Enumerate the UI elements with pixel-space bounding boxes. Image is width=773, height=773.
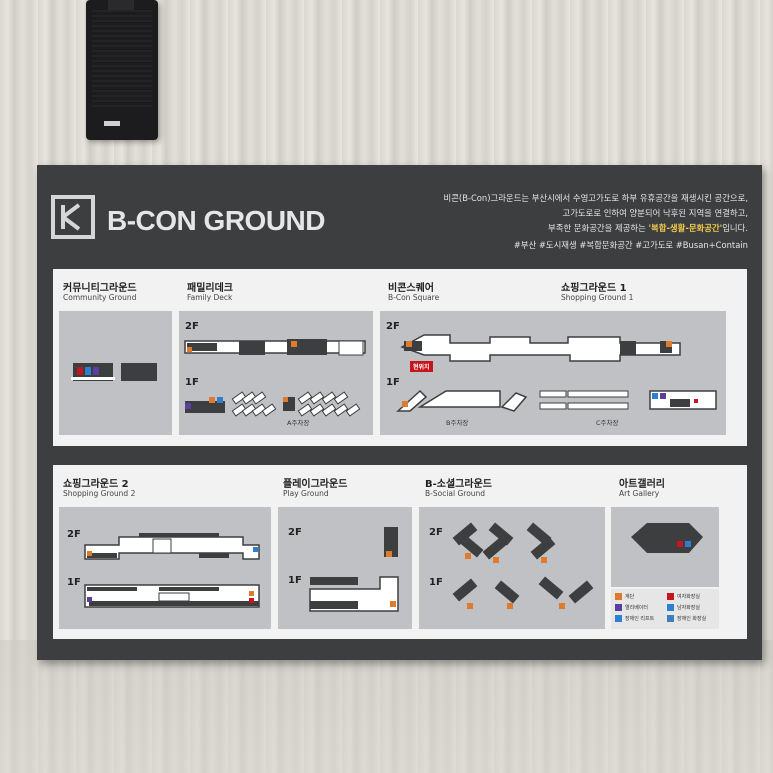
zone-title-social: B-소셜그라운드: [425, 479, 492, 490]
brand-name: B-CON GROUND: [107, 205, 326, 236]
social-floor-2f: 2F: [429, 527, 443, 538]
men-toilet-icon: [667, 604, 674, 611]
map-square-shop1: 2F 1F: [380, 311, 726, 435]
speaker-logo: [104, 121, 120, 126]
directory-board: B-CON GROUND 비콘(B-Con)그라운드는 부산시에서 수영고가도로…: [37, 165, 762, 660]
disabled-toilet-icon: [667, 615, 674, 622]
legend-disabled-lift-label: 장애인 리프트: [625, 616, 655, 622]
square-shop1-plan: [396, 334, 717, 412]
speaker-grille: [92, 10, 152, 110]
map-shop2: 2F 1F: [59, 507, 271, 629]
square-floor-1f: 1F: [386, 377, 400, 388]
square-floor-2f: 2F: [386, 321, 400, 332]
zone-title-gallery: 아트갤러리: [619, 479, 665, 490]
play-floor-2f: 2F: [288, 527, 302, 538]
parking-a-label: A주차장: [287, 419, 310, 427]
parking-b-label: B주차장: [446, 419, 469, 427]
brand-logo-icon: [51, 195, 95, 239]
parking-c-label: C주차장: [596, 419, 619, 427]
legend-men-toilet-label: 남자화장실: [677, 605, 701, 611]
women-toilet-icon: [667, 593, 674, 600]
social-floor-1f: 1F: [429, 577, 443, 588]
zone-sub-square: B-Con Square: [388, 293, 440, 302]
family-plan: [184, 339, 366, 417]
play-plan: [309, 527, 399, 612]
family-floor-1f: 1F: [185, 377, 199, 388]
intro-line-2: 고가도로로 인하여 양분되어 낙후된 지역을 연결하고,: [562, 208, 748, 218]
zone-title-shop2: 쇼핑그라운드 2: [63, 479, 129, 490]
intro-line-3: 부족한 문화공간을 제공하는 '복합-생활-문화공간'입니다.: [418, 221, 748, 236]
map-legend: 계단 엘리베이터 장애인 리프트 여자화장실 남자화장실 장애인 화장실: [611, 589, 719, 629]
disabled-lift-icon: [615, 615, 622, 622]
bottom-map-panel: 쇼핑그라운드 2 Shopping Ground 2 플레이그라운드 Play …: [53, 465, 747, 639]
legend-disabled-toilet: 장애인 화장실: [667, 615, 706, 622]
family-floor-2f: 2F: [185, 321, 199, 332]
hashtags: #부산 #도시재생 #복합문화공간 #고가도로 #Busan+Contain: [513, 240, 748, 250]
map-social: 2F 1F: [419, 507, 605, 629]
intro-highlight: '복합-생활-문화공간': [648, 223, 723, 233]
top-map-panel: 커뮤니티그라운드 Community Ground 패밀리데크 Family D…: [53, 269, 747, 446]
gallery-plan: [631, 523, 703, 553]
map-gallery: [611, 507, 719, 587]
legend-disabled-lift: 장애인 리프트: [615, 615, 654, 622]
zone-sub-community: Community Ground: [63, 293, 137, 302]
zone-sub-social: B-Social Ground: [425, 489, 486, 498]
legend-elevator: 엘리베이터: [615, 604, 648, 611]
zone-sub-play: Play Ground: [283, 489, 329, 498]
legend-men-toilet: 남자화장실: [667, 604, 700, 611]
intro-line-3-post: 입니다.: [722, 223, 748, 233]
intro-line-1: 비콘(B-Con)그라운드는 부산시에서 수영고가도로 하부 유휴공간을 재생시…: [443, 193, 748, 203]
shop2-floor-1f: 1F: [67, 577, 81, 588]
shop2-plan: [84, 533, 260, 608]
legend-disabled-toilet-label: 장애인 화장실: [677, 616, 707, 622]
zone-title-square: 비콘스퀘어: [388, 283, 434, 294]
shop2-floor-2f: 2F: [67, 529, 81, 540]
legend-women-toilet: 여자화장실: [667, 593, 700, 600]
elevator-icon: [615, 604, 622, 611]
community-plan: [71, 363, 157, 381]
zone-sub-shop1: Shopping Ground 1: [561, 293, 634, 302]
map-family-deck: 2F 1F: [179, 311, 373, 435]
zone-title-community: 커뮤니티그라운드: [63, 283, 137, 294]
stairs-icon: [615, 593, 622, 600]
map-community: [59, 311, 172, 435]
current-location-marker: 현위치: [410, 361, 433, 372]
wall-speaker: [86, 0, 158, 140]
zone-title-shop1: 쇼핑그라운드 1: [561, 283, 627, 294]
zone-title-family: 패밀리데크: [187, 283, 233, 294]
play-floor-1f: 1F: [288, 575, 302, 586]
zone-title-play: 플레이그라운드: [283, 479, 348, 490]
legend-stairs: 계단: [615, 593, 634, 600]
social-plan: [452, 522, 594, 609]
legend-stairs-label: 계단: [625, 594, 635, 600]
zone-sub-family: Family Deck: [187, 293, 233, 302]
zone-sub-shop2: Shopping Ground 2: [63, 489, 136, 498]
zone-sub-gallery: Art Gallery: [619, 489, 660, 498]
intro-text: 비콘(B-Con)그라운드는 부산시에서 수영고가도로 하부 유휴공간을 재생시…: [418, 191, 748, 236]
wall-shadow: [0, 640, 773, 773]
map-play: 2F 1F: [278, 507, 412, 629]
intro-line-3-pre: 부족한 문화공간을 제공하는: [548, 223, 649, 233]
legend-elevator-label: 엘리베이터: [625, 605, 649, 611]
legend-women-toilet-label: 여자화장실: [677, 594, 701, 600]
